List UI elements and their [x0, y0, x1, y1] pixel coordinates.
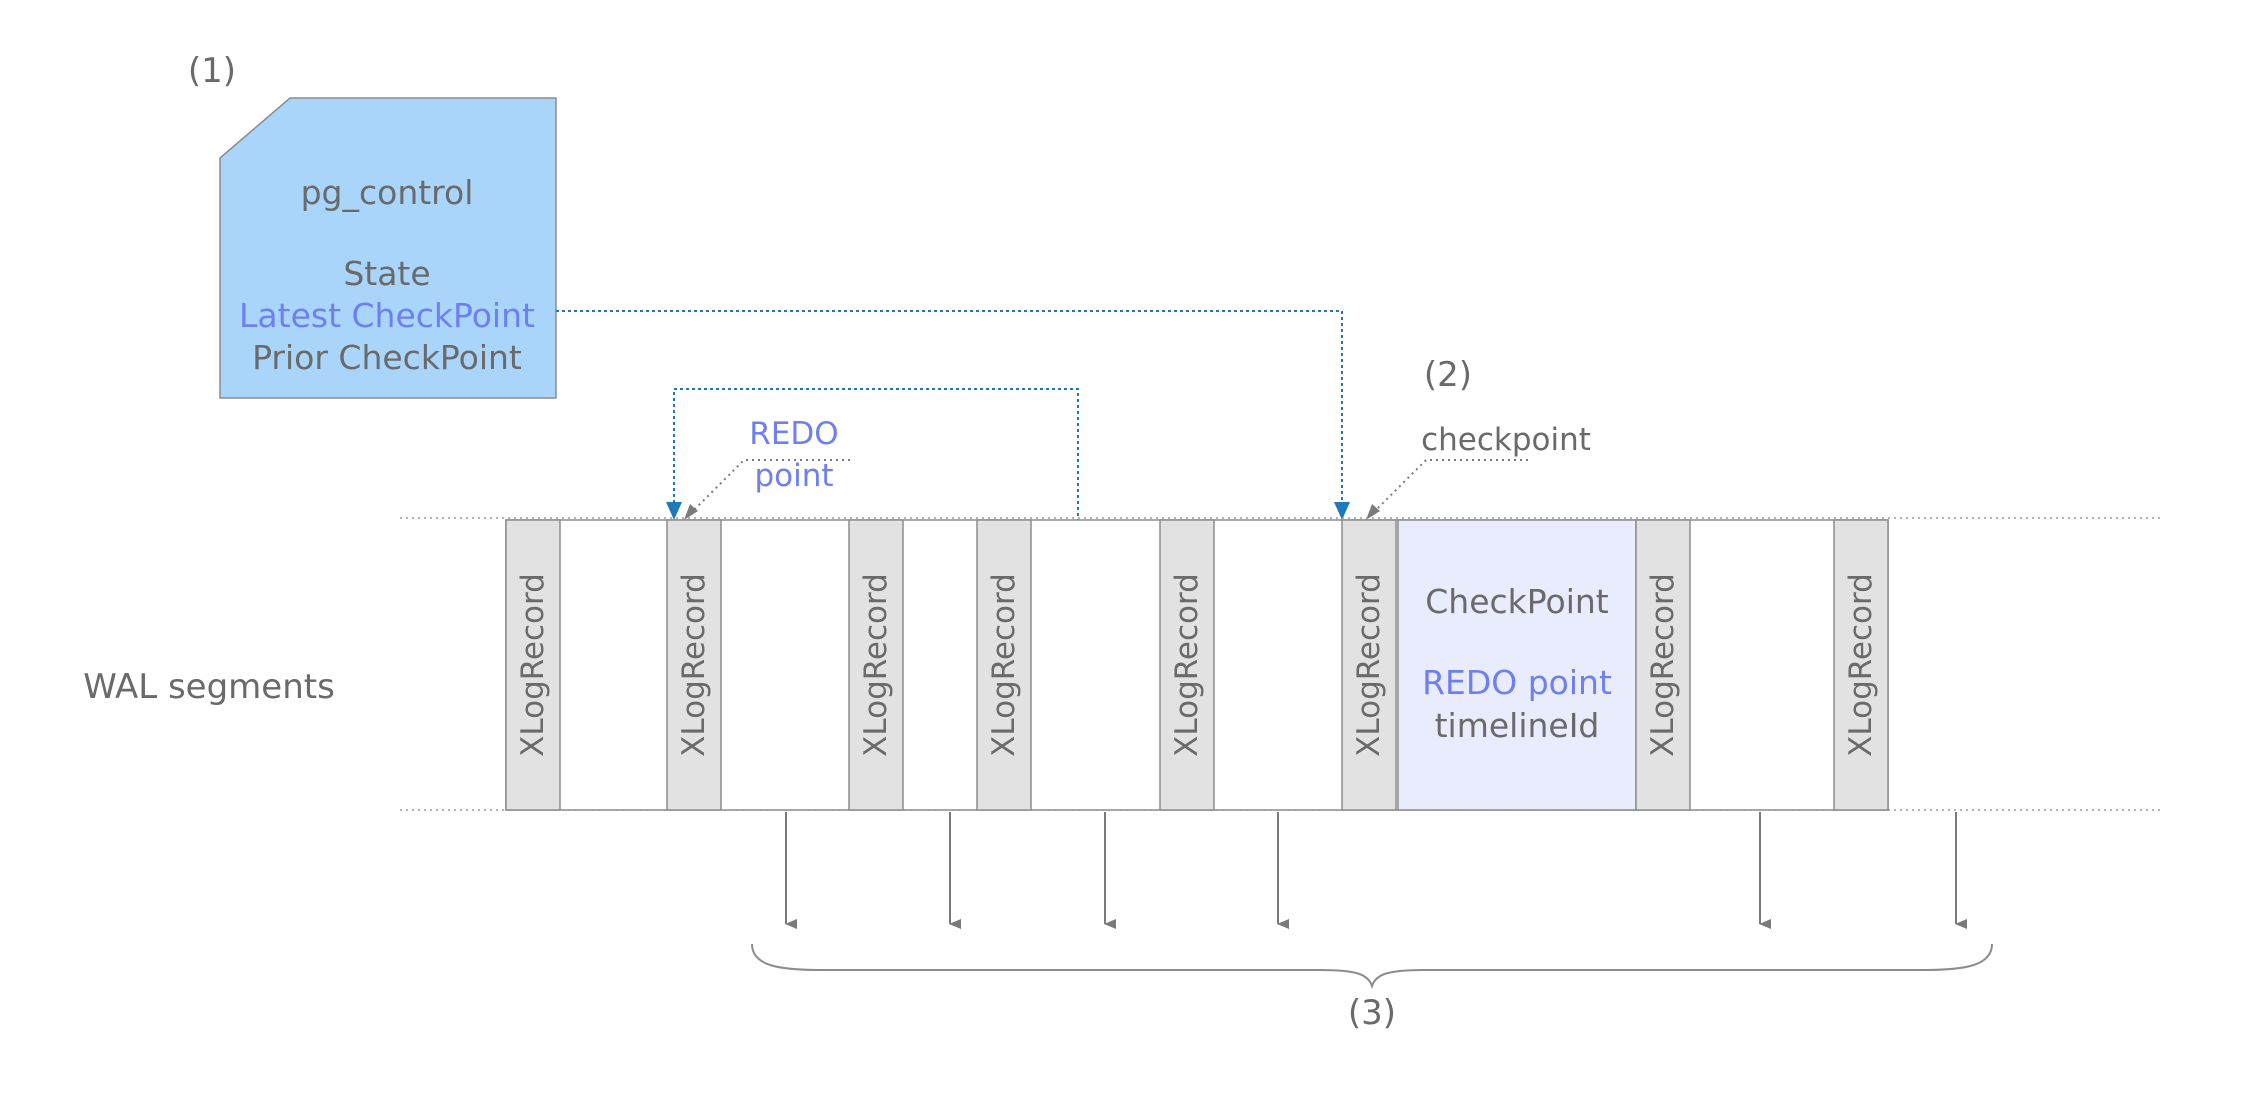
pg-control-latest-checkpoint: Latest CheckPoint	[239, 296, 535, 335]
xlogrecord-header-box	[1159, 519, 1215, 811]
redo-point-arrowhead	[666, 502, 682, 520]
step-3-label: (3)	[1348, 993, 1396, 1033]
xlogrecord-header: XLogRecord	[666, 519, 722, 811]
xlogrecord-header-box	[1341, 519, 1397, 811]
checkpoint-record-title: CheckPoint	[1425, 582, 1609, 621]
xlogrecord-header-box	[505, 519, 561, 811]
checkpoint-callout-leader	[1373, 459, 1528, 513]
xlogrecord-header-label: XLogRecord	[515, 573, 551, 757]
xlogrecord-header-label: XLogRecord	[1843, 573, 1879, 757]
latest-checkpoint-pointer	[556, 310, 1343, 502]
xlogrecord-header-label: XLogRecord	[1645, 573, 1681, 757]
grouping-brace	[751, 943, 1993, 990]
wal-segments-label: WAL segments	[83, 667, 335, 707]
latest-checkpoint-arrowhead	[1334, 502, 1350, 520]
xlogrecord-header-box	[1833, 519, 1889, 811]
xlogrecord-header-box	[1635, 519, 1691, 811]
step-2-label: (2)	[1424, 355, 1472, 395]
checkpoint-record-redo-point: REDO point	[1422, 663, 1612, 702]
xlogrecord-header: XLogRecord	[1833, 519, 1889, 811]
xlogrecord-header-box	[666, 519, 722, 811]
xlogrecord-header-label: XLogRecord	[1351, 573, 1387, 757]
xlogrecord-header: XLogRecord	[848, 519, 904, 811]
xlogrecord-header-label: XLogRecord	[676, 573, 712, 757]
step-1-label: (1)	[188, 51, 236, 91]
checkpoint-record-body	[1397, 519, 1637, 811]
checkpoint-record-timeline-id: timelineId	[1435, 706, 1600, 745]
checkpoint-callout: checkpoint	[1421, 422, 1591, 458]
xlogrecord-header: XLogRecord	[1341, 519, 1397, 811]
xlogrecord-header: XLogRecord	[1635, 519, 1691, 811]
redo-point-callout-tip	[684, 504, 698, 520]
xlogrecord-header: XLogRecord	[976, 519, 1032, 811]
pg-control-state: State	[343, 254, 430, 293]
redo-point-callout-line2: point	[754, 458, 833, 494]
pg-control-title: pg_control	[301, 173, 474, 212]
xlogrecord-header-box	[976, 519, 1032, 811]
xlogrecord-header: XLogRecord	[1159, 519, 1215, 811]
xlogrecord-header-label: XLogRecord	[858, 573, 894, 757]
pg-control-box	[219, 97, 557, 399]
xlogrecord-header: XLogRecord	[505, 519, 561, 811]
pg-control-prior-checkpoint: Prior CheckPoint	[252, 338, 522, 377]
checkpoint-callout-tip	[1366, 504, 1380, 520]
xlogrecord-header-label: XLogRecord	[1169, 573, 1205, 757]
record-arrows	[785, 812, 1967, 929]
xlogrecord-header-box	[848, 519, 904, 811]
xlogrecord-header-label: XLogRecord	[986, 573, 1022, 757]
redo-point-callout-line1: REDO	[749, 416, 838, 452]
